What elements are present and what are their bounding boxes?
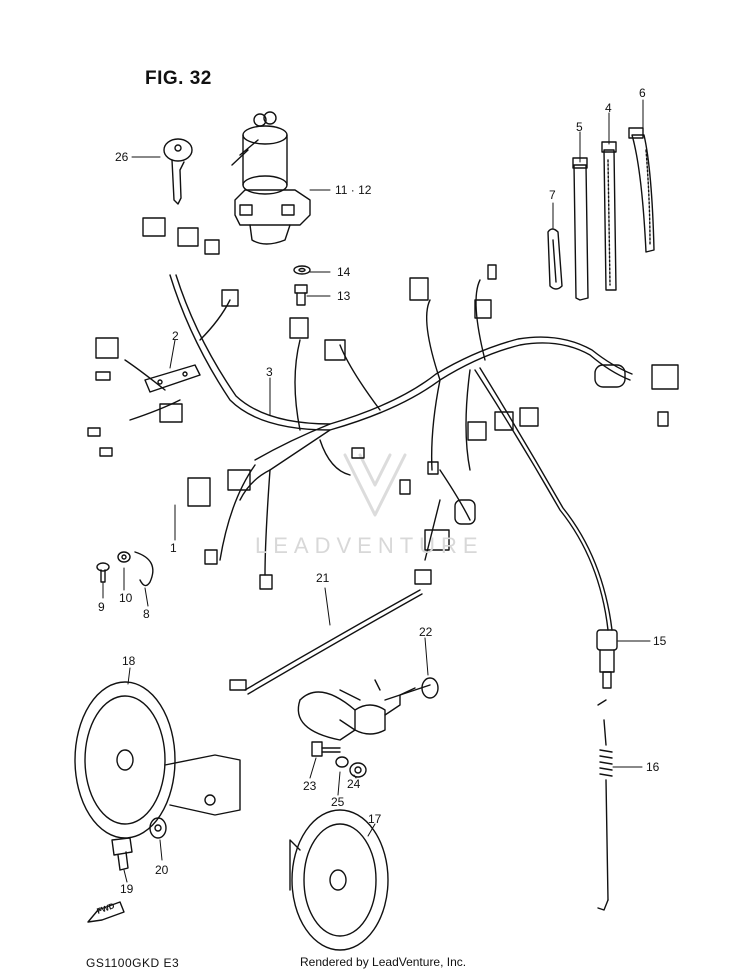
leader-lines — [102, 99, 651, 883]
bolt-23 — [311, 741, 341, 757]
callout-19: 19 — [120, 882, 134, 896]
clip-8 — [134, 551, 154, 587]
callout-21: 21 — [316, 571, 330, 585]
bolt-19 — [111, 837, 133, 871]
bracket-2 — [144, 364, 201, 393]
ignition-switch — [231, 111, 311, 245]
callout-22: 22 — [419, 625, 433, 639]
render-credit: Rendered by LeadVenture, Inc. — [300, 955, 467, 969]
cable-tie-6 — [628, 127, 655, 253]
screw-9 — [96, 562, 110, 583]
callout-3: 3 — [266, 365, 273, 379]
callout-15: 15 — [653, 634, 667, 648]
watermark-text: LEADVENTURE — [255, 533, 484, 558]
neutral-switch-22 — [297, 677, 439, 741]
cable-tie-5 — [572, 157, 589, 301]
callout-4: 4 — [605, 101, 612, 115]
washer-14 — [293, 265, 311, 275]
washer-20 — [149, 817, 167, 839]
bolt-13 — [294, 284, 308, 306]
callout-18: 18 — [122, 654, 136, 668]
washer-24 — [349, 762, 367, 778]
watermark-logo — [343, 453, 407, 517]
washer-10 — [117, 551, 131, 563]
callout-2: 2 — [172, 329, 179, 343]
callout-6: 6 — [639, 86, 646, 100]
fwd-arrow-icon — [87, 901, 125, 923]
washer-25 — [335, 756, 349, 768]
spring-16 — [597, 699, 613, 911]
callout-7: 7 — [549, 188, 556, 202]
callout-11-12: 11 · 12 — [335, 183, 372, 197]
callout-26: 26 — [115, 150, 129, 164]
model-code: GS1100GKD E3 — [86, 956, 180, 970]
horn-18 — [74, 681, 241, 839]
main-wiring-harness — [124, 274, 633, 631]
callout-9: 9 — [98, 600, 105, 614]
sub-harness-21 — [244, 589, 423, 695]
callout-8: 8 — [143, 607, 150, 621]
figure-title: FIG. 32 — [145, 68, 212, 89]
callout-14: 14 — [337, 265, 351, 279]
callout-17: 17 — [368, 812, 382, 826]
callout-10: 10 — [119, 591, 133, 605]
callout-1: 1 — [170, 541, 177, 555]
cable-tie-4 — [601, 141, 617, 291]
callout-24: 24 — [347, 777, 361, 791]
callout-5: 5 — [576, 120, 583, 134]
callout-25: 25 — [331, 795, 345, 809]
callout-labels: 26 11 · 12 14 13 5 4 6 7 2 3 1 9 10 8 21… — [98, 86, 667, 896]
cable-tie-7 — [547, 228, 563, 290]
harness-connectors — [87, 217, 679, 691]
callout-23: 23 — [303, 779, 317, 793]
ignition-key — [163, 138, 193, 205]
horn-17 — [289, 809, 389, 951]
callout-20: 20 — [155, 863, 169, 877]
callout-13: 13 — [337, 289, 351, 303]
callout-16: 16 — [646, 760, 660, 774]
brake-switch-15 — [596, 629, 618, 689]
fwd-label: FWD — [96, 901, 116, 916]
